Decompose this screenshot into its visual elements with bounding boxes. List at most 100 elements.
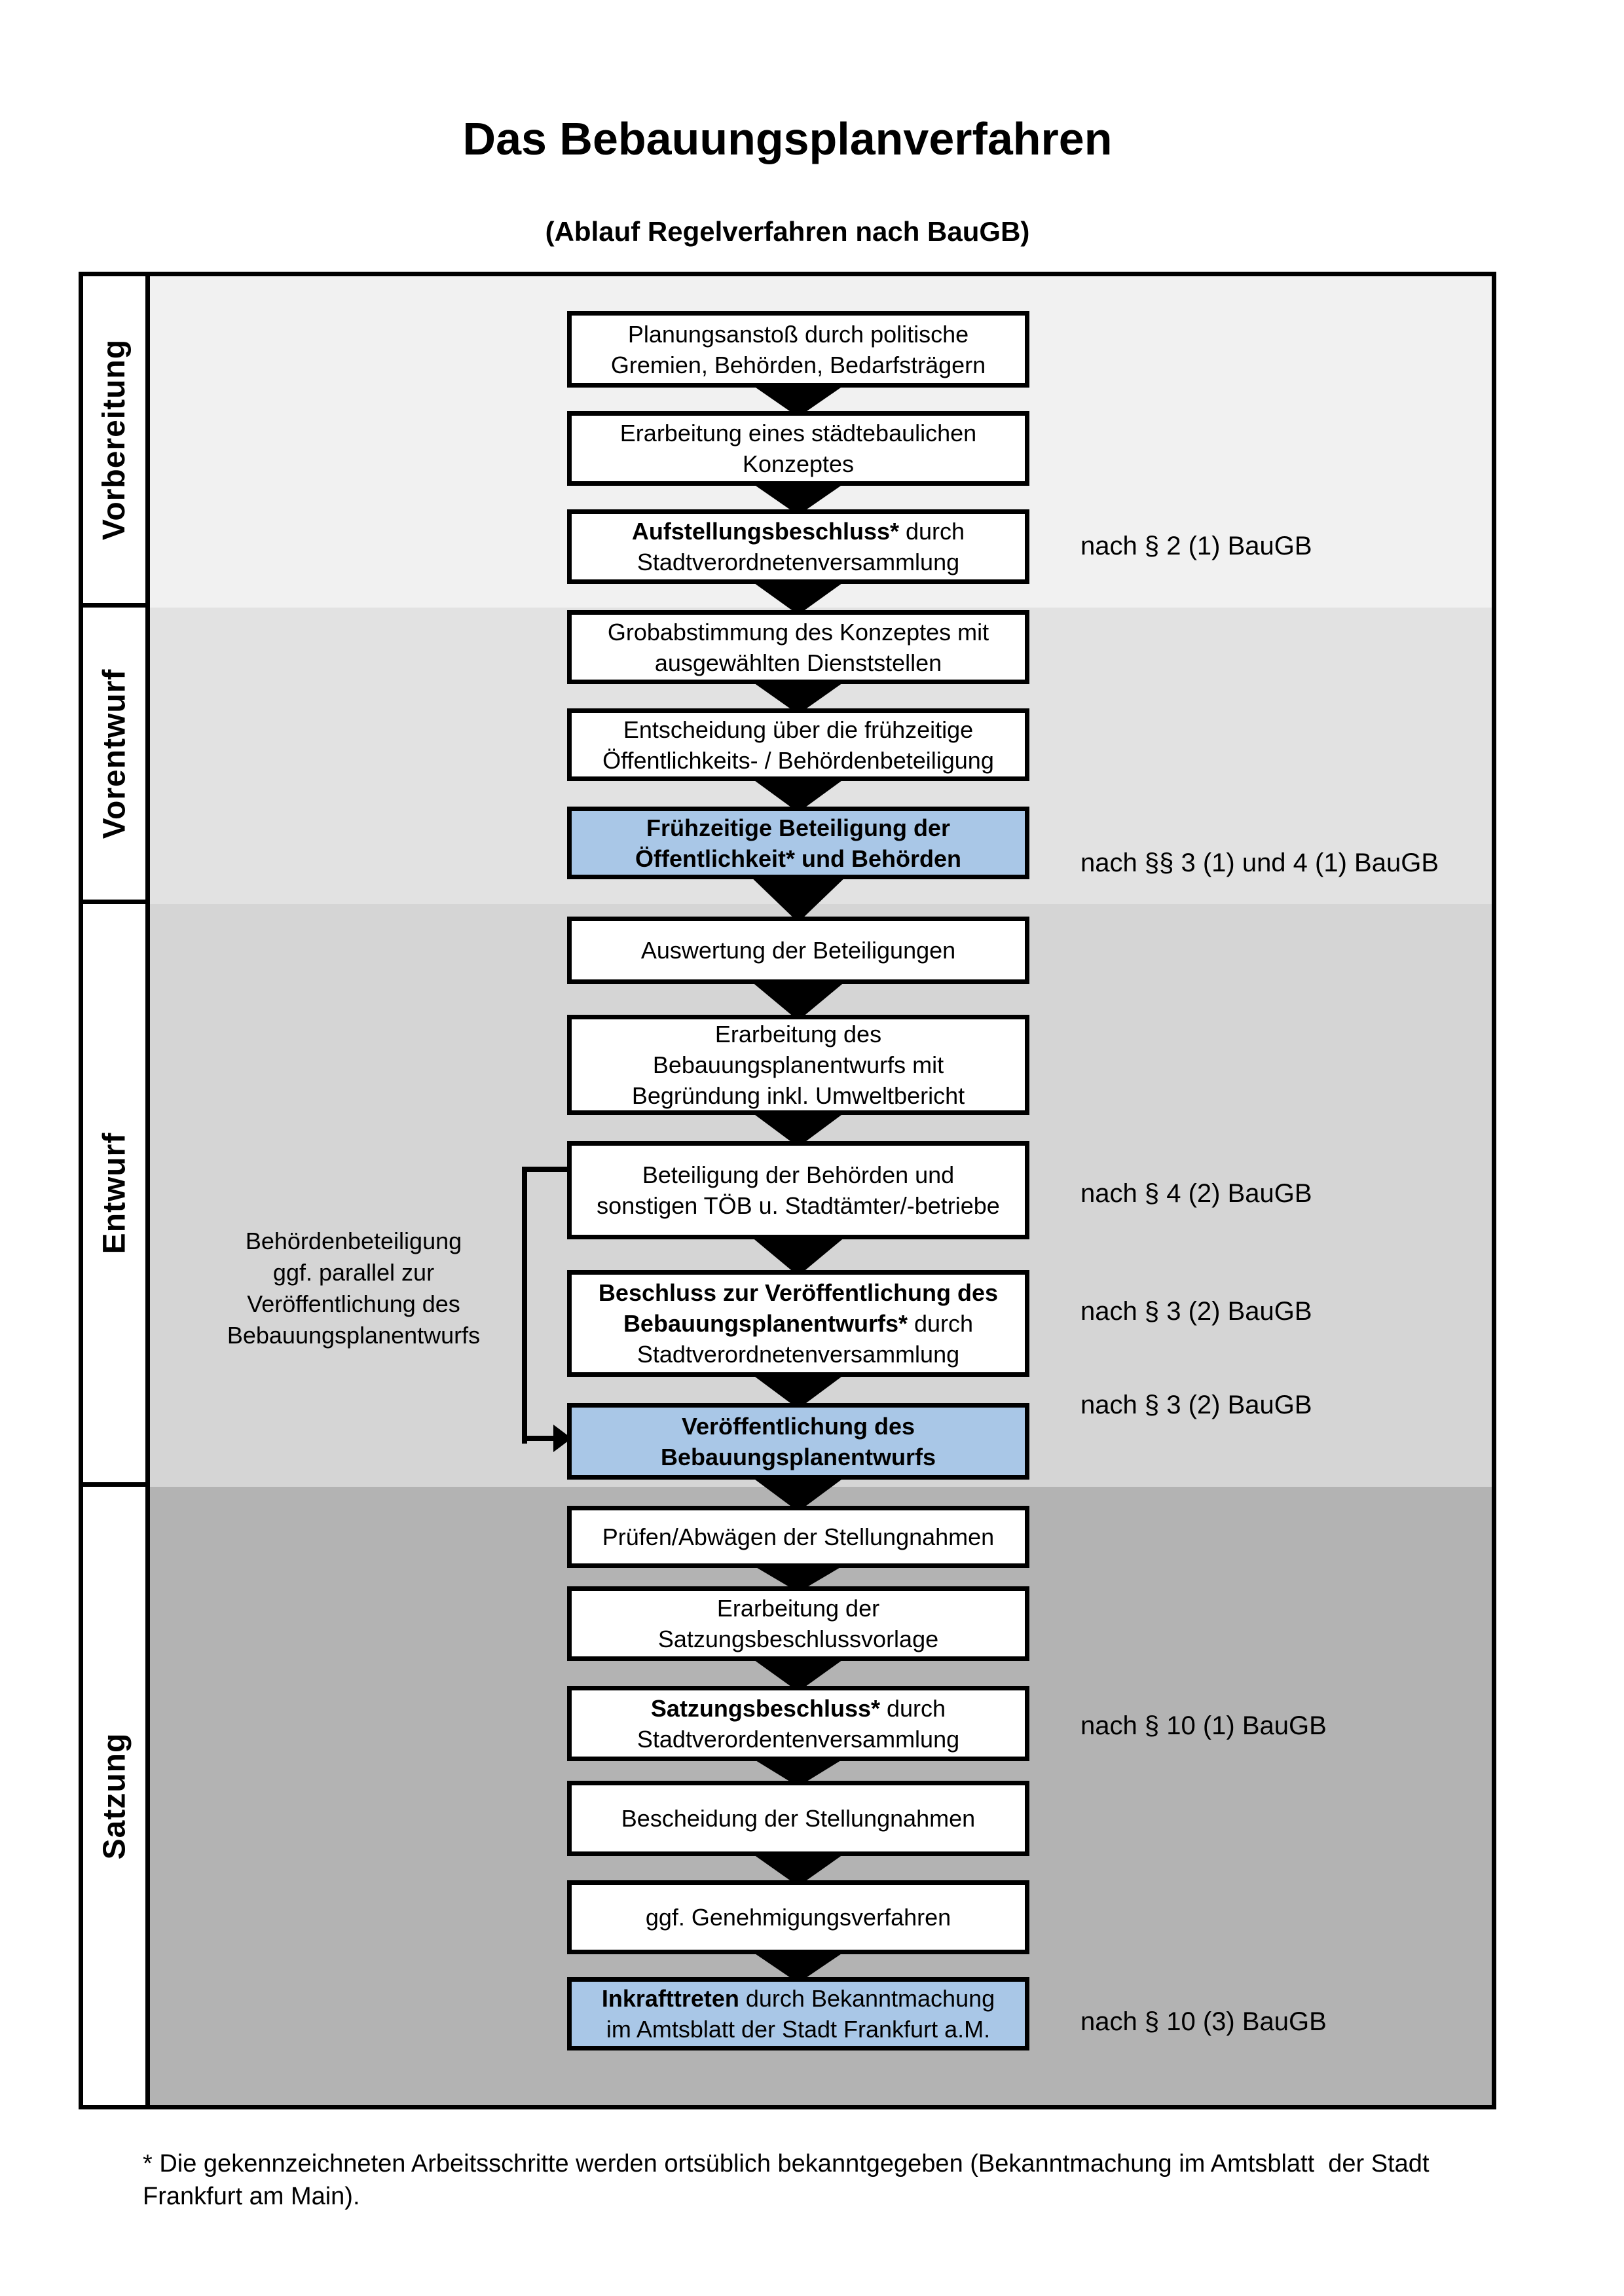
step-line: Satzungsbeschluss* durch (651, 1693, 946, 1724)
step-text: Inkrafttreten (601, 1985, 739, 2012)
step-planungsanstoss: Planungsanstoß durch politische Gremien,… (567, 311, 1029, 388)
step-text: Erarbeitung eines städtebaulichen (619, 420, 977, 446)
step-auswertung-beteiligungen: Auswertung der Beteiligungen (567, 917, 1029, 984)
step-satzungsbeschlussvorlage: Erarbeitung der Satzungsbeschlussvorlage (567, 1586, 1029, 1661)
step-text: Stadtverordentenversammlung (637, 1725, 960, 1753)
step-staedtebauliches-konzept: Erarbeitung eines städtebaulichen Konzep… (567, 411, 1029, 486)
step-grobabstimmung: Grobabstimmung des Konzeptes mit ausgewä… (567, 610, 1029, 684)
step-text: im Amtsblatt der Stadt Frankfurt a.M. (606, 2016, 991, 2043)
side-note-line: Bebauungsplanentwurfs (227, 1322, 481, 1349)
step-text: Auswertung der Beteiligungen (640, 937, 956, 964)
title-wrap: Das Bebauungsplanverfahren (79, 113, 1496, 165)
step-line: Erarbeitung des (715, 1019, 881, 1049)
step-entscheidung-beteiligung: Entscheidung über die frühzeitige Öffent… (567, 708, 1029, 781)
step-text: Entscheidung über die frühzeitige (623, 716, 974, 743)
step-line: Inkrafttreten durch Bekanntmachung (602, 1983, 995, 2014)
legal-ref-satzungsbeschluss: nach § 10 (1) BauGB (1080, 1711, 1327, 1740)
side-note-line: Veröffentlichung des (247, 1290, 460, 1317)
footnote-line: * Die gekennzeichneten Arbeitsschritte w… (143, 2150, 1430, 2178)
step-text: Bebauungsplanentwurfs (660, 1443, 936, 1470)
flow-arrow-down-icon (747, 578, 849, 615)
step-line: Bebauungsplanentwurfs mit (653, 1049, 944, 1080)
step-line: Stadtverordentenversammlung (637, 1724, 959, 1755)
step-behoerdenbeteiligung: Beteiligung der Behörden und sonstigen T… (567, 1141, 1029, 1239)
legal-ref-beschluss-veroeffentlichung: nach § 3 (2) BauGB (1080, 1297, 1312, 1326)
legal-ref-inkrafttreten: nach § 10 (3) BauGB (1080, 2007, 1327, 2036)
step-text: Beschluss zur Veröffentlichung des (598, 1279, 999, 1306)
step-line: Öffentlichkeit* und Behörden (635, 843, 961, 874)
step-line: Beschluss zur Veröffentlichung des (599, 1277, 998, 1308)
flow-arrow-down-icon (747, 1474, 849, 1512)
step-text: durch (907, 1310, 974, 1337)
step-line: Veröffentlichung des (682, 1411, 915, 1442)
step-line: Aufstellungsbeschluss* durch (632, 516, 965, 547)
step-line: Prüfen/Abwägen der Stellungnahmen (602, 1522, 994, 1552)
step-line: Stadtverordnetenversammlung (637, 1339, 959, 1370)
step-text: Erarbeitung der (716, 1595, 880, 1622)
step-line: ggf. Genehmigungsverfahren (646, 1902, 951, 1933)
flow-arrow-down-icon (747, 1655, 849, 1692)
step-line: Erarbeitung der (717, 1593, 879, 1624)
step-line: im Amtsblatt der Stadt Frankfurt a.M. (606, 2014, 990, 2045)
legal-ref-fruehzeitige-beteiligung: nach §§ 3 (1) und 4 (1) BauGB (1080, 848, 1439, 877)
step-line: Gremien, Behörden, Bedarfsträgern (611, 350, 986, 380)
step-text: ausgewählten Dienststellen (654, 649, 942, 676)
legal-ref-aufstellungsbeschluss: nach § 2 (1) BauGB (1080, 532, 1312, 560)
legal-ref-behoerdenbeteiligung: nach § 4 (2) BauGB (1080, 1179, 1312, 1208)
step-genehmigungsverfahren: ggf. Genehmigungsverfahren (567, 1880, 1029, 1954)
step-line: Erarbeitung eines städtebaulichen (620, 418, 976, 448)
step-line: Planungsanstoß durch politische (628, 319, 969, 350)
page-title: Das Bebauungsplanverfahren (462, 113, 1113, 164)
phase-label-satzung: Satzung (79, 1482, 150, 2109)
side-note-line: Behördenbeteiligung (245, 1228, 462, 1254)
step-text: Beteiligung der Behörden und (642, 1161, 955, 1188)
subtitle-wrap: (Ablauf Regelverfahren nach BauGB) (79, 216, 1496, 247)
flow-arrow-down-icon (747, 873, 849, 922)
step-text: Erarbeitung des (714, 1021, 882, 1048)
step-beschluss-veroeffentlichung: Beschluss zur Veröffentlichung des Bebau… (567, 1270, 1029, 1377)
phase-label-vorentwurf: Vorentwurf (79, 603, 150, 904)
step-text: Gremien, Behörden, Bedarfsträgern (610, 351, 986, 378)
phase-label-text: Vorbereitung (97, 338, 132, 541)
step-line: Bebauungsplanentwurfs (661, 1442, 936, 1472)
flow-arrow-down-icon (747, 775, 849, 812)
step-line: Frühzeitige Beteiligung der (646, 812, 950, 843)
phase-label-text: Vorentwurf (97, 668, 132, 839)
step-text: Veröffentlichung des (681, 1412, 915, 1440)
flow-arrow-down-icon (747, 978, 849, 1021)
step-text: Bebauungsplanentwurfs* (623, 1310, 908, 1337)
footnote-line: Frankfurt am Main). (143, 2183, 360, 2210)
step-erarbeitung-entwurf: Erarbeitung des Bebauungsplanentwurfs mi… (567, 1015, 1029, 1115)
phase-label-text: Satzung (97, 1732, 132, 1859)
step-text: Stadtverordnetenversammlung (637, 1341, 960, 1368)
step-inkrafttreten: Inkrafttreten durch Bekanntmachung im Am… (567, 1977, 1029, 2050)
step-text: Stadtverordnetenversammlung (637, 549, 960, 575)
step-bescheidung: Bescheidung der Stellungnahmen (567, 1781, 1029, 1856)
step-line: Bebauungsplanentwurfs* durch (623, 1308, 973, 1339)
side-note-line: ggf. parallel zur (272, 1259, 435, 1286)
step-pruefen-abwaegen: Prüfen/Abwägen der Stellungnahmen (567, 1506, 1029, 1568)
step-text: Planungsanstoß durch politische (627, 320, 969, 348)
step-line: Satzungsbeschlussvorlage (658, 1624, 938, 1654)
step-text: Bescheidung der Stellungnahmen (621, 1805, 976, 1832)
step-line: Grobabstimmung des Konzeptes mit (608, 617, 989, 647)
step-text: Aufstellungsbeschluss* (631, 518, 900, 545)
step-text: Bebauungsplanentwurfs mit (652, 1051, 944, 1078)
step-line: Auswertung der Beteiligungen (641, 935, 955, 966)
phase-label-entwurf: Entwurf (79, 900, 150, 1487)
flow-arrow-down-icon (747, 678, 849, 714)
step-text: Grobabstimmung des Konzeptes mit (607, 618, 989, 646)
step-text: durch Bekanntmachung (739, 1985, 995, 2012)
connector-horizontal (522, 1436, 556, 1441)
page-subtitle: (Ablauf Regelverfahren nach BauGB) (545, 216, 1030, 247)
step-veroeffentlichung-entwurf: Veröffentlichung des Bebauungsplanentwur… (567, 1403, 1029, 1480)
step-text: Konzeptes (742, 450, 855, 477)
step-fruehzeitige-beteiligung: Frühzeitige Beteiligung der Öffentlichke… (567, 807, 1029, 879)
phase-label-text: Entwurf (97, 1132, 132, 1254)
step-text: Begründung inkl. Umweltbericht (631, 1082, 965, 1109)
side-note-parallel-beteiligung: Behördenbeteiligung ggf. parallel zur Ve… (157, 1226, 550, 1351)
phase-label-vorbereitung: Vorbereitung (79, 272, 150, 608)
step-text: sonstigen TÖB u. Stadtämter/-betriebe (597, 1192, 1000, 1219)
step-satzungsbeschluss: Satzungsbeschluss* durch Stadtverordente… (567, 1686, 1029, 1761)
